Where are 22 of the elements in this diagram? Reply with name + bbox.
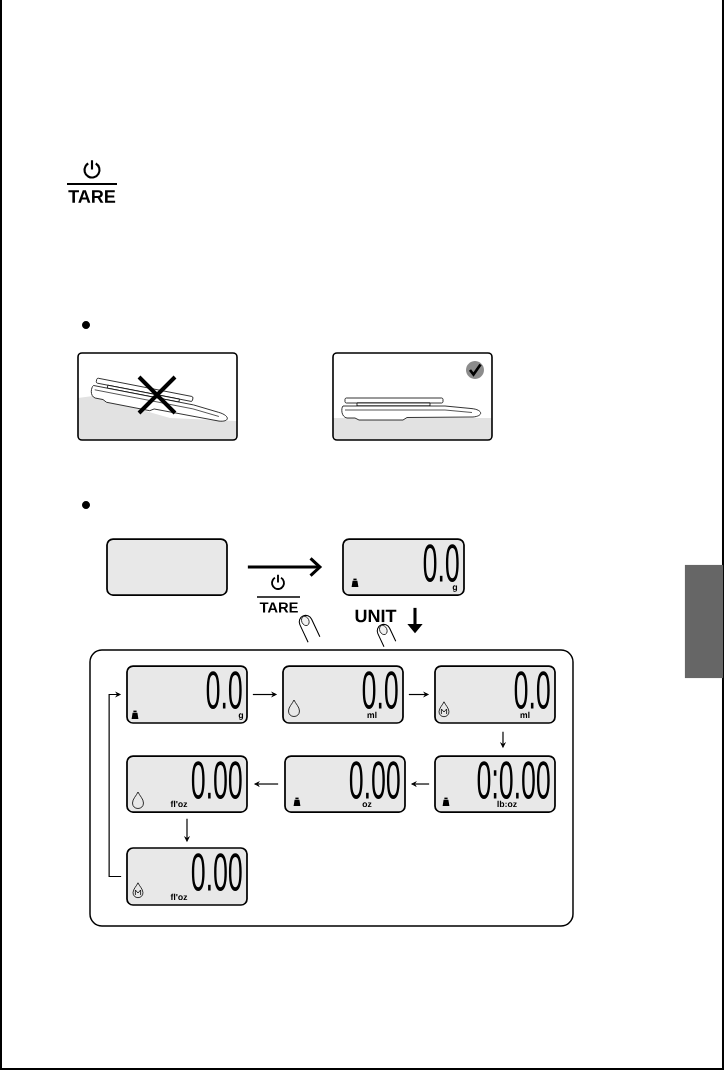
- digit-reading: 0.00: [191, 853, 242, 892]
- unit-label: g: [238, 713, 244, 720]
- digit-reading: 0.0: [514, 671, 550, 710]
- button-label: TARE: [68, 190, 116, 203]
- digit-reading: 0.00: [349, 761, 400, 800]
- unit-label: fl'oz: [170, 800, 188, 808]
- button-label: TARE: [259, 602, 298, 613]
- unit-label: fl'oz: [170, 893, 188, 901]
- unit-label: g: [452, 585, 458, 592]
- digit-reading: 0:0.00: [477, 761, 550, 800]
- unit-label: ml: [367, 711, 377, 718]
- side-tab: [684, 564, 724, 679]
- digit-reading: 0.0: [206, 671, 242, 710]
- unit-label: lb:oz: [497, 800, 517, 808]
- unit-label: ml: [520, 711, 530, 718]
- lcd-screen: [106, 538, 228, 596]
- panel-frame: [89, 649, 574, 927]
- button-label: UNIT: [355, 609, 397, 623]
- digit-reading: 0.0: [423, 544, 459, 583]
- unit-label: oz: [362, 802, 372, 808]
- digit-reading: 0.0: [362, 671, 398, 710]
- digit-reading: 0.00: [191, 761, 242, 800]
